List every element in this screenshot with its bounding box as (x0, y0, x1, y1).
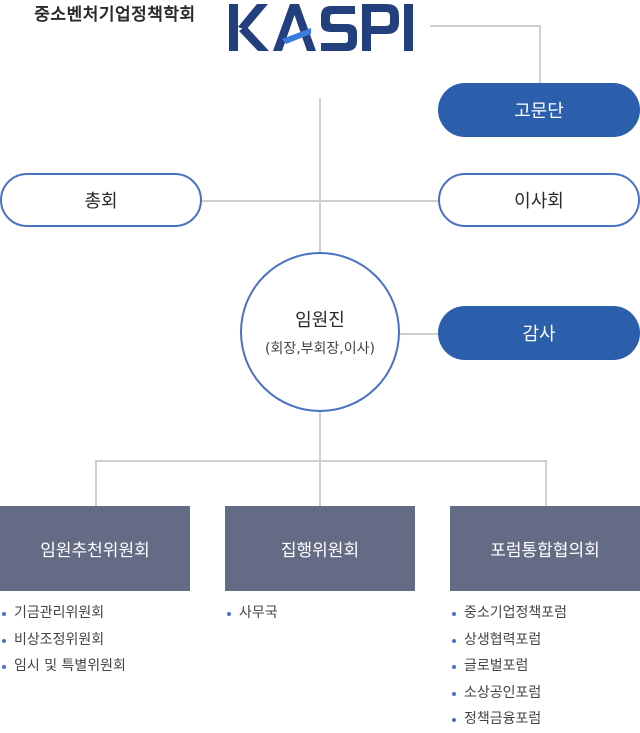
list-item: 글로벌포럼 (450, 653, 567, 680)
list-item: 소상공인포럼 (450, 680, 567, 707)
forum-sublist: 중소기업정책포럼 상생협력포럼 글로벌포럼 소상공인포럼 정책금융포럼 (450, 600, 567, 733)
committee-label: 임원추천위원회 (40, 541, 150, 561)
general-assembly-node[interactable]: 총회 (0, 173, 202, 227)
nomination-sublist: 기금관리위원회 비상조정위원회 임시 및 특별위원회 (0, 600, 126, 680)
connector-trunk-upper (319, 98, 321, 252)
connector-logo-advisory-h (430, 25, 540, 27)
committee-box-forum-council[interactable]: 포럼통합협의회 (450, 506, 640, 591)
committee-label: 포럼통합협의회 (490, 541, 600, 561)
list-item: 기금관리위원회 (0, 600, 126, 627)
kaspi-logo (229, 4, 413, 51)
executives-title: 임원진 (295, 310, 345, 331)
connector-assembly-board (200, 200, 440, 202)
connector-logo-advisory-v (539, 25, 541, 83)
connector-committee-left (95, 460, 97, 506)
list-item: 상생협력포럼 (450, 627, 567, 654)
board-label: 이사회 (514, 191, 564, 212)
committee-box-nomination[interactable]: 임원추천위원회 (0, 506, 190, 591)
executives-subtitle: (회장,부회장,이사) (265, 341, 375, 357)
advisory-label: 고문단 (514, 101, 564, 122)
connector-exec-audit (400, 333, 440, 335)
connector-committee-bar (95, 460, 547, 462)
advisory-node[interactable]: 고문단 (438, 83, 640, 137)
list-item: 정책금융포럼 (450, 706, 567, 733)
executive-sublist: 사무국 (225, 600, 278, 627)
board-node[interactable]: 이사회 (438, 173, 640, 227)
list-item: 비상조정위원회 (0, 627, 126, 654)
list-item: 임시 및 특별위원회 (0, 653, 126, 680)
audit-node[interactable]: 감사 (438, 306, 640, 360)
audit-label: 감사 (522, 324, 556, 345)
org-name: 중소벤처기업정책학회 (34, 5, 196, 25)
executives-node[interactable]: 임원진 (회장,부회장,이사) (240, 252, 400, 412)
list-item: 중소기업정책포럼 (450, 600, 567, 627)
connector-committee-right (545, 460, 547, 506)
committee-label: 집행위원회 (280, 541, 360, 561)
general-assembly-label: 총회 (84, 191, 118, 212)
committee-box-executive[interactable]: 집행위원회 (225, 506, 415, 591)
connector-trunk-lower (319, 412, 321, 506)
list-item: 사무국 (225, 600, 278, 627)
